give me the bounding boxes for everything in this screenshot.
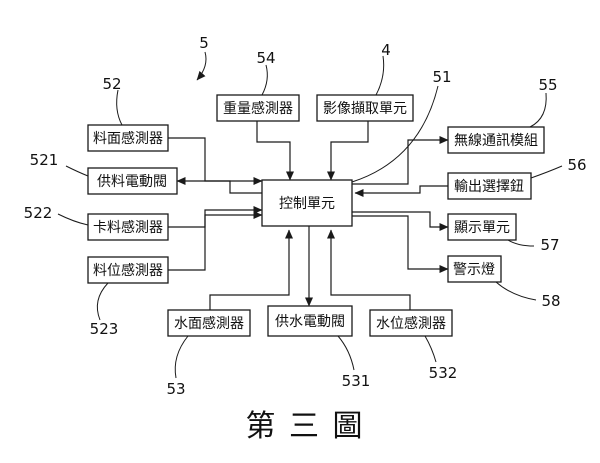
- warning-light-label: 警示燈: [453, 262, 495, 278]
- ref-numeral-523: 523: [90, 320, 119, 338]
- leader-53: [174, 335, 189, 379]
- ref-numeral-55: 55: [538, 76, 557, 94]
- leader-531: [337, 335, 355, 371]
- link-control-to-display: [352, 211, 449, 231]
- water-surface-sensor-label: 水面感測器: [174, 315, 244, 332]
- weight-sensor-block: 重量感測器: [216, 94, 300, 122]
- link-feed-surface-to-control: [168, 137, 263, 185]
- image-capture-label: 影像擷取單元: [323, 101, 407, 117]
- jam-sensor-block: 卡料感測器: [87, 213, 169, 241]
- warning-light-block: 警示燈: [447, 255, 502, 283]
- leader-522: [57, 213, 89, 226]
- ref-numeral-531: 531: [342, 372, 371, 390]
- link-control-to-warning: [352, 215, 449, 273]
- water-level-sensor-label: 水位感測器: [376, 315, 446, 332]
- leader-52: [116, 89, 123, 126]
- leader-4: [375, 55, 385, 96]
- link-water-surface-to-control: [209, 229, 293, 310]
- feed-level-sensor-block: 料位感測器: [87, 256, 169, 284]
- display-unit-block: 顯示單元: [447, 213, 517, 241]
- leader-57: [507, 239, 535, 247]
- feed-surface-sensor-block: 料面感測器: [87, 124, 169, 152]
- wireless-module-block: 無線通訊模組: [447, 126, 545, 154]
- link-control-to-feed-valve: [176, 177, 262, 194]
- water-valve-label: 供水電動閥: [275, 314, 345, 330]
- display-unit-label: 顯示單元: [454, 220, 510, 236]
- leader-54: [261, 64, 268, 96]
- weight-sensor-label: 重量感測器: [223, 100, 293, 117]
- ref-numeral-522: 522: [24, 204, 53, 222]
- link-image-to-control: [327, 121, 369, 181]
- ref-numeral-4: 4: [381, 41, 391, 59]
- leader-56: [530, 165, 563, 179]
- leader-51: [351, 85, 439, 183]
- control-unit-block: 控制單元: [261, 179, 353, 227]
- ref-numeral-56: 56: [567, 156, 586, 174]
- feed-surface-sensor-label: 料面感測器: [93, 130, 163, 147]
- ref-numeral-532: 532: [429, 364, 458, 382]
- link-output-select-to-control: [354, 185, 448, 197]
- feed-valve-block: 供料電動閥: [87, 167, 178, 195]
- water-surface-sensor-block: 水面感測器: [167, 309, 251, 337]
- ref-numeral-52: 52: [102, 75, 121, 93]
- leader-58: [495, 281, 537, 301]
- water-level-sensor-block: 水位感測器: [369, 309, 453, 337]
- leader-532: [424, 335, 437, 363]
- output-select-button-block: 輸出選擇鈕: [447, 172, 532, 200]
- link-weight-to-control: [256, 121, 294, 181]
- control-unit-label: 控制單元: [279, 196, 335, 212]
- wireless-module-label: 無線通訊模組: [454, 133, 538, 149]
- output-select-button-label: 輸出選擇鈕: [454, 179, 524, 195]
- image-capture-block: 影像擷取單元: [316, 94, 414, 122]
- water-valve-block: 供水電動閥: [267, 305, 353, 337]
- ref-numeral-521: 521: [30, 151, 59, 169]
- leader-521: [65, 165, 89, 177]
- system-ref-arrow: [196, 51, 207, 81]
- ref-numeral-51: 51: [432, 68, 451, 86]
- leader-523: [96, 282, 109, 321]
- feed-valve-label: 供料電動閥: [97, 174, 167, 190]
- ref-numeral-57: 57: [540, 236, 559, 254]
- figure-caption: 第 三 圖: [245, 409, 364, 444]
- link-jam-sensor-to-control: [168, 206, 263, 228]
- ref-numeral-54: 54: [256, 49, 275, 67]
- ref-numeral-58: 58: [541, 292, 560, 310]
- jam-sensor-label: 卡料感測器: [93, 219, 163, 236]
- ref-numeral-5: 5: [199, 34, 209, 52]
- link-control-to-wireless: [352, 136, 449, 185]
- link-water-level-to-control: [327, 229, 411, 310]
- leader-55: [529, 92, 547, 128]
- link-feed-level-to-control: [168, 211, 263, 271]
- feed-level-sensor-label: 料位感測器: [93, 262, 163, 279]
- ref-numeral-53: 53: [166, 380, 185, 398]
